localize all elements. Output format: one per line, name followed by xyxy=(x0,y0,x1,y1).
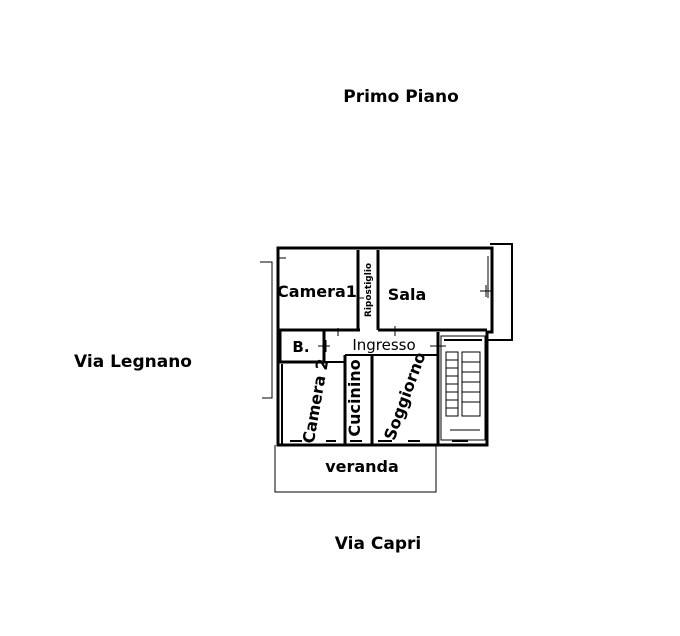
room-label-sala: Sala xyxy=(388,285,427,304)
room-label-camera1: Camera1 xyxy=(277,282,357,301)
room-label-cucinino: Cucinino xyxy=(345,359,364,436)
outer-walls xyxy=(260,243,513,447)
room-label-bagno: B. xyxy=(292,338,309,356)
room-label-veranda: veranda xyxy=(325,457,399,476)
staircase xyxy=(440,335,486,441)
street-label-south: Via Capri xyxy=(335,534,421,554)
room-label-camera2: Camera 2 xyxy=(299,357,333,444)
street-label-west: Via Legnano xyxy=(74,352,192,372)
window-marks xyxy=(290,285,492,442)
plan-title: Primo Piano xyxy=(343,87,459,107)
room-label-soggiorno: Soggiorno xyxy=(380,350,429,443)
room-label-ripostiglio: Ripostiglio xyxy=(364,263,374,317)
interior-walls xyxy=(278,250,487,445)
veranda-outline xyxy=(274,445,437,493)
room-label-ingresso: Ingresso xyxy=(352,336,415,354)
